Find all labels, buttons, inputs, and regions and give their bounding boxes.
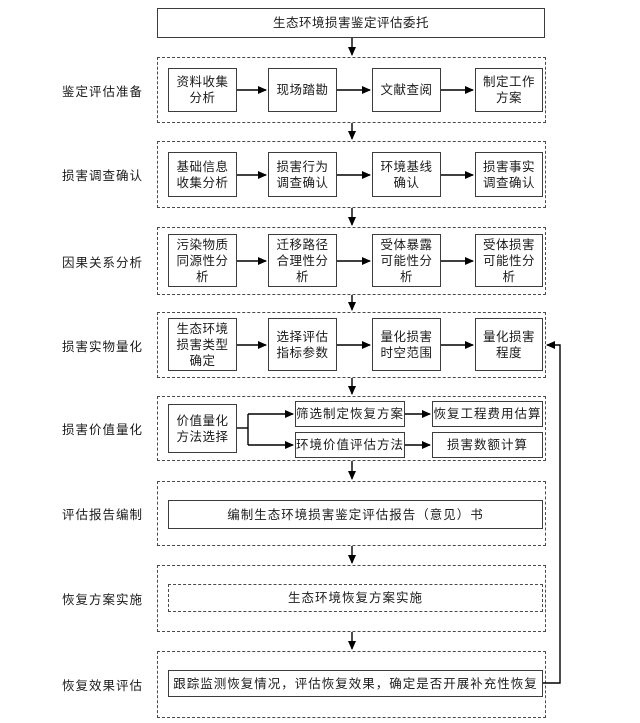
node-restoration-plan-screen: 筛选制定恢复方案 [295,401,405,427]
stage-container-preparation [157,57,546,123]
stage-container-causality [157,227,546,295]
stage-label-report: 评估报告编制 [61,507,143,522]
node-restoration-cost-estimate: 恢复工程费用估算 [432,401,543,427]
node-data-collection: 资料收集 分析 [168,68,237,112]
node-damage-fact: 损害事实 调查确认 [475,152,543,197]
node-damage-behavior: 损害行为 调查确认 [268,152,337,197]
node-damage-degree: 量化损害 程度 [475,318,543,371]
node-tracking-monitoring: 跟踪监测恢复情况，评估恢复效果，确定是否开展补充性恢复 [168,670,543,697]
node-valuation-method-select: 价值量化 方法选择 [168,404,237,453]
stage-container-effect-eval [157,651,546,718]
node-work-plan: 制定工作 方案 [475,68,543,112]
stage-label-restoration: 恢复方案实施 [61,592,143,607]
node-env-value-method: 环境价值评估方法 [295,432,405,458]
node-receptor-exposure: 受体暴露 可能性分 析 [372,234,441,287]
stage-label-physical-quantify: 损害实物量化 [61,338,143,354]
node-receptor-damage: 受体损害 可能性分 析 [475,234,543,287]
node-migration-path: 迁移路径 合理性分 析 [268,234,337,287]
node-literature-review: 文献查阅 [372,68,441,112]
node-site-survey: 现场踏勘 [268,68,337,112]
stage-container-investigation [157,141,546,208]
stage-label-preparation: 鉴定评估准备 [61,83,143,99]
node-env-baseline: 环境基线 确认 [372,152,441,197]
stage-label-effect-eval: 恢复效果评估 [61,678,143,693]
stage-label-causality: 因果关系分析 [61,254,143,270]
stage-label-investigation: 损害调查确认 [61,168,143,183]
node-pollutant-homology: 污染物质 同源性分 析 [168,234,237,287]
node-restoration-implementation: 生态环境恢复方案实施 [168,584,543,612]
node-damage-type: 生态环境 损害类型 确定 [168,318,237,371]
node-report-compilation: 编制生态环境损害鉴定评估报告（意见）书 [168,500,543,529]
node-indicator-params: 选择评估 指标参数 [268,318,337,371]
node-damage-amount-calc: 损害数额计算 [432,432,543,458]
node-basic-info: 基础信息 收集分析 [168,152,237,197]
node-spatiotemporal-scope: 量化损害 时空范围 [372,318,441,371]
flow-start-node: 生态环境损害鉴定评估委托 [157,8,545,38]
stage-label-value-quantify: 损害价值量化 [61,422,143,437]
